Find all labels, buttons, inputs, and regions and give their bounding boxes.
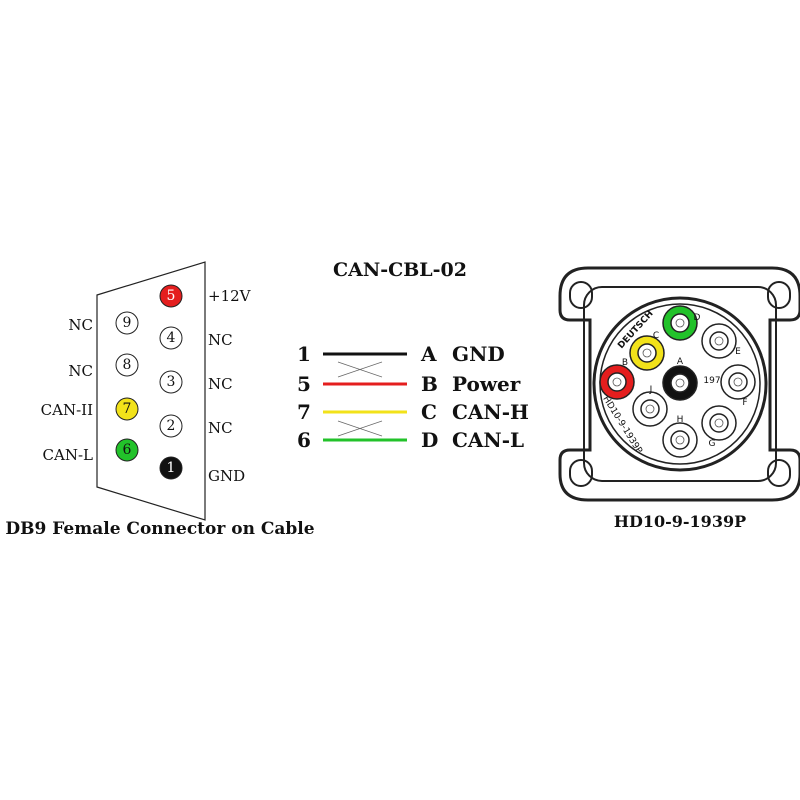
wire-row-D: 6 D CAN-L [297, 428, 524, 452]
db9-pin-label: NC [208, 419, 233, 437]
db9-pin-circle [159, 284, 183, 308]
db9-pin-circle [115, 353, 139, 377]
wire-row-C: 7 C CAN-H [297, 400, 529, 424]
db9-pin-number: 9 [123, 315, 132, 331]
deutsch-pin-A: A [662, 357, 698, 401]
wire-db9-pin: 1 [297, 342, 311, 366]
deutsch-pin-letter: J [649, 385, 653, 395]
db9-pin-label: NC [68, 362, 93, 380]
db9-pin-9: 9 NC [68, 311, 139, 335]
deutsch-pins: A B C D E F G H J [599, 305, 756, 458]
db9-shell-outline [96, 261, 206, 521]
db9-pin-number: 8 [123, 357, 132, 373]
wire-deutsch-letter: B [421, 372, 438, 396]
wire-cross-bottom [337, 420, 383, 437]
wire-row-A: 1 A GND [297, 342, 505, 366]
deutsch-pin-contact [675, 318, 685, 328]
db9-pin-label: CAN-II [41, 401, 93, 419]
deutsch-pin-contact [642, 348, 652, 358]
deutsch-pin-contact [612, 377, 622, 387]
deutsch-pin-E: E [701, 323, 741, 359]
deutsch-pin-letter: F [742, 398, 747, 408]
db9-pin-2: 2 NC [159, 414, 233, 438]
deutsch-pin-letter: E [735, 347, 741, 357]
deutsch-pin-letter: C [653, 331, 659, 341]
db9-pin-number: 3 [167, 374, 176, 390]
db9-pin-3: 3 NC [159, 370, 233, 394]
deutsch-pin-letter: A [677, 357, 684, 367]
mounting-slot-top-right [767, 281, 791, 309]
wire-deutsch-letter: D [421, 428, 438, 452]
deutsch-pin-D: D [662, 305, 701, 341]
deutsch-pin-C: C [629, 331, 665, 371]
mounting-slot-bottom-left [569, 459, 593, 487]
db9-pin-circle [159, 326, 183, 350]
db9-pin-number: 6 [123, 442, 132, 458]
wire-db9-pin: 5 [297, 372, 311, 396]
deutsch-pin-letter: D [694, 313, 701, 323]
db9-pin-7: 7 CAN-II [41, 397, 139, 421]
wire-signal: CAN-L [452, 428, 524, 452]
db9-pin-number: 1 [167, 460, 176, 476]
diagram-title: CAN-CBL-02 [333, 259, 467, 281]
deutsch-mark: 197 [703, 376, 720, 386]
deutsch-pin-contact [675, 378, 685, 388]
deutsch-pin-H: H [662, 415, 698, 458]
mounting-slot-bottom-right [767, 459, 791, 487]
wire-cross-top [337, 361, 383, 378]
wire-db9-pin: 6 [297, 428, 311, 452]
db9-pin-label: GND [208, 467, 245, 485]
mounting-slot-top-left [569, 281, 593, 309]
db9-pin-circle [115, 438, 139, 462]
db9-pin-circle [159, 370, 183, 394]
db9-pin-6: 6 CAN-L [43, 438, 139, 464]
deutsch-pin-contact [733, 377, 743, 387]
wire-db9-pin: 7 [297, 400, 311, 424]
deutsch-pin-B: B [599, 358, 635, 400]
db9-pin-8: 8 NC [68, 353, 139, 380]
db9-pin-4: 4 NC [159, 326, 233, 350]
deutsch-pin-contact [645, 404, 655, 414]
wire-signal: CAN-H [452, 400, 529, 424]
wire-signal: GND [452, 342, 505, 366]
db9-pin-number: 4 [167, 330, 176, 346]
deutsch-pin-contact [714, 418, 724, 428]
deutsch-caption: HD10-9-1939P [614, 512, 746, 531]
db9-pin-label: +12V [208, 287, 252, 305]
deutsch-inner-square [583, 286, 777, 482]
wire-row-B: 5 B Power [297, 372, 521, 396]
deutsch-pin-F: F [720, 364, 756, 408]
db9-pin-label: NC [68, 316, 93, 334]
db9-pin-circle [159, 456, 183, 480]
deutsch-pin-contact [675, 435, 685, 445]
deutsch-pin-letter: G [709, 439, 716, 449]
deutsch-pin-letter: B [622, 358, 628, 368]
deutsch-flange [558, 266, 800, 502]
wiring-table: 1 A GND 5 B Power 7 C CAN-H 6 D CAN-L [297, 342, 529, 452]
db9-pin-number: 5 [167, 288, 176, 304]
db9-pin-number: 2 [167, 418, 176, 434]
wire-deutsch-letter: A [420, 342, 437, 366]
db9-pin-label: NC [208, 375, 233, 393]
db9-pin-1: 1 GND [159, 456, 245, 485]
deutsch-pin-contact [714, 336, 724, 346]
db9-pin-label: NC [208, 331, 233, 349]
wire-deutsch-letter: C [421, 400, 437, 424]
deutsch-pin-J: J [632, 385, 668, 427]
db9-pin-circle [159, 414, 183, 438]
db9-pin-circle [115, 311, 139, 335]
db9-pin-circle [115, 397, 139, 421]
db9-pin-5: 5 +12V [159, 284, 252, 308]
deutsch-pin-letter: H [677, 415, 684, 425]
deutsch-pin-G: G [701, 405, 737, 449]
db9-pin-label: CAN-L [43, 446, 94, 464]
wire-signal: Power [452, 372, 521, 396]
db9-caption: DB9 Female Connector on Cable [5, 519, 314, 539]
db9-pin-number: 7 [123, 401, 132, 417]
